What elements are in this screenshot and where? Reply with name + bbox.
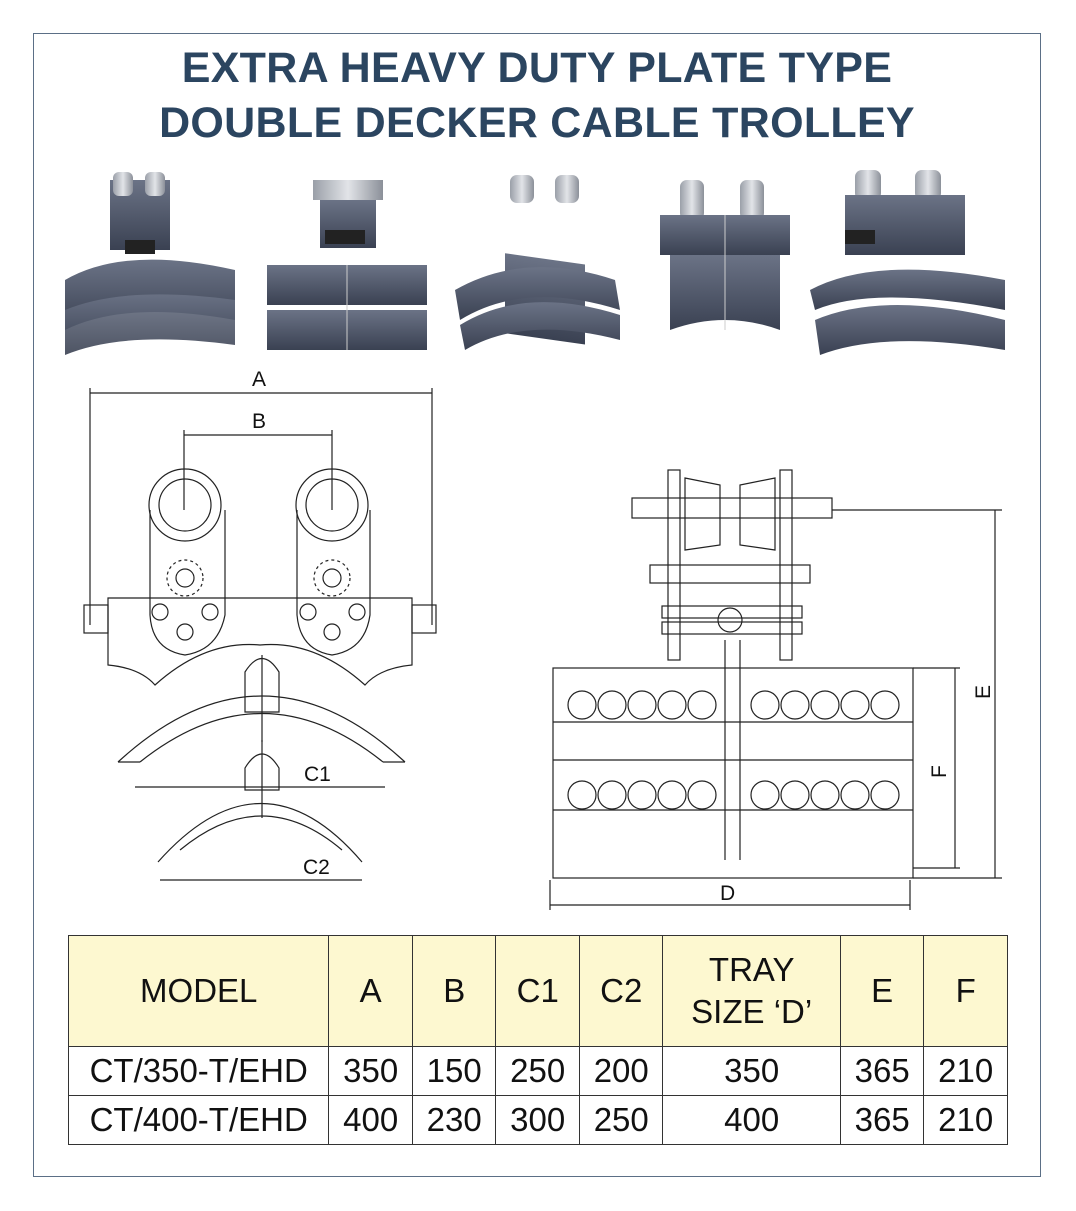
table-row: CT/350-T/EHD 350 150 250 200 350 365 210 <box>67 1046 1008 1096</box>
header-e: E <box>839 935 925 1047</box>
dim-label-e: E <box>972 685 995 699</box>
table-row: CT/400-T/EHD 400 230 300 250 400 365 210 <box>67 1095 1008 1145</box>
dim-label-c1: C1 <box>304 763 331 786</box>
cell-c2: 200 <box>578 1046 664 1096</box>
header-c1: C1 <box>495 935 580 1047</box>
cell-b: 150 <box>411 1046 497 1096</box>
table-header-row: MODEL A B C1 C2 TRAY SIZE ‘D’ E F <box>67 935 1008 1047</box>
cell-e: 365 <box>839 1095 925 1145</box>
header-f: F <box>923 935 1008 1047</box>
title-line-1: EXTRA HEAVY DUTY PLATE TYPE <box>181 44 893 92</box>
cell-a: 400 <box>328 1095 413 1145</box>
cell-c1: 300 <box>495 1095 580 1145</box>
dim-label-b: B <box>252 410 266 433</box>
cell-c1: 250 <box>495 1046 580 1096</box>
header-b: B <box>411 935 497 1047</box>
header-a: A <box>328 935 413 1047</box>
header-tray-line1: TRAY <box>708 951 795 988</box>
product-render-2 <box>267 180 427 350</box>
product-render-5 <box>810 170 1005 355</box>
cell-b: 230 <box>411 1095 497 1145</box>
product-render-3 <box>455 175 620 350</box>
dim-label-f: F <box>928 765 951 778</box>
dim-label-d: D <box>720 882 735 905</box>
header-c2: C2 <box>578 935 664 1047</box>
cell-model: CT/400-T/EHD <box>67 1095 330 1145</box>
dim-label-c2: C2 <box>303 856 330 879</box>
cell-a: 350 <box>328 1046 413 1096</box>
technical-drawing: A B C1 C2 D E F <box>83 368 1002 910</box>
cell-model: CT/350-T/EHD <box>67 1046 330 1096</box>
cell-e: 365 <box>839 1046 925 1096</box>
cell-c2: 250 <box>578 1095 664 1145</box>
product-render-4 <box>660 180 790 330</box>
cell-tray-size: 350 <box>662 1046 841 1096</box>
title-line-2: DOUBLE DECKER CABLE TROLLEY <box>159 99 915 147</box>
cell-f: 210 <box>923 1046 1008 1096</box>
dim-label-a: A <box>252 368 266 391</box>
product-render-strip <box>65 170 1005 355</box>
product-render-1 <box>65 172 235 355</box>
cell-f: 210 <box>923 1095 1008 1145</box>
spec-table: MODEL A B C1 C2 TRAY SIZE ‘D’ E F CT/350… <box>67 935 1008 1145</box>
header-model: MODEL <box>67 935 330 1047</box>
header-tray-line2: SIZE ‘D’ <box>691 993 813 1030</box>
header-tray-size: TRAY SIZE ‘D’ <box>662 935 841 1047</box>
page-frame <box>33 33 1041 1177</box>
cell-tray-size: 400 <box>662 1095 841 1145</box>
